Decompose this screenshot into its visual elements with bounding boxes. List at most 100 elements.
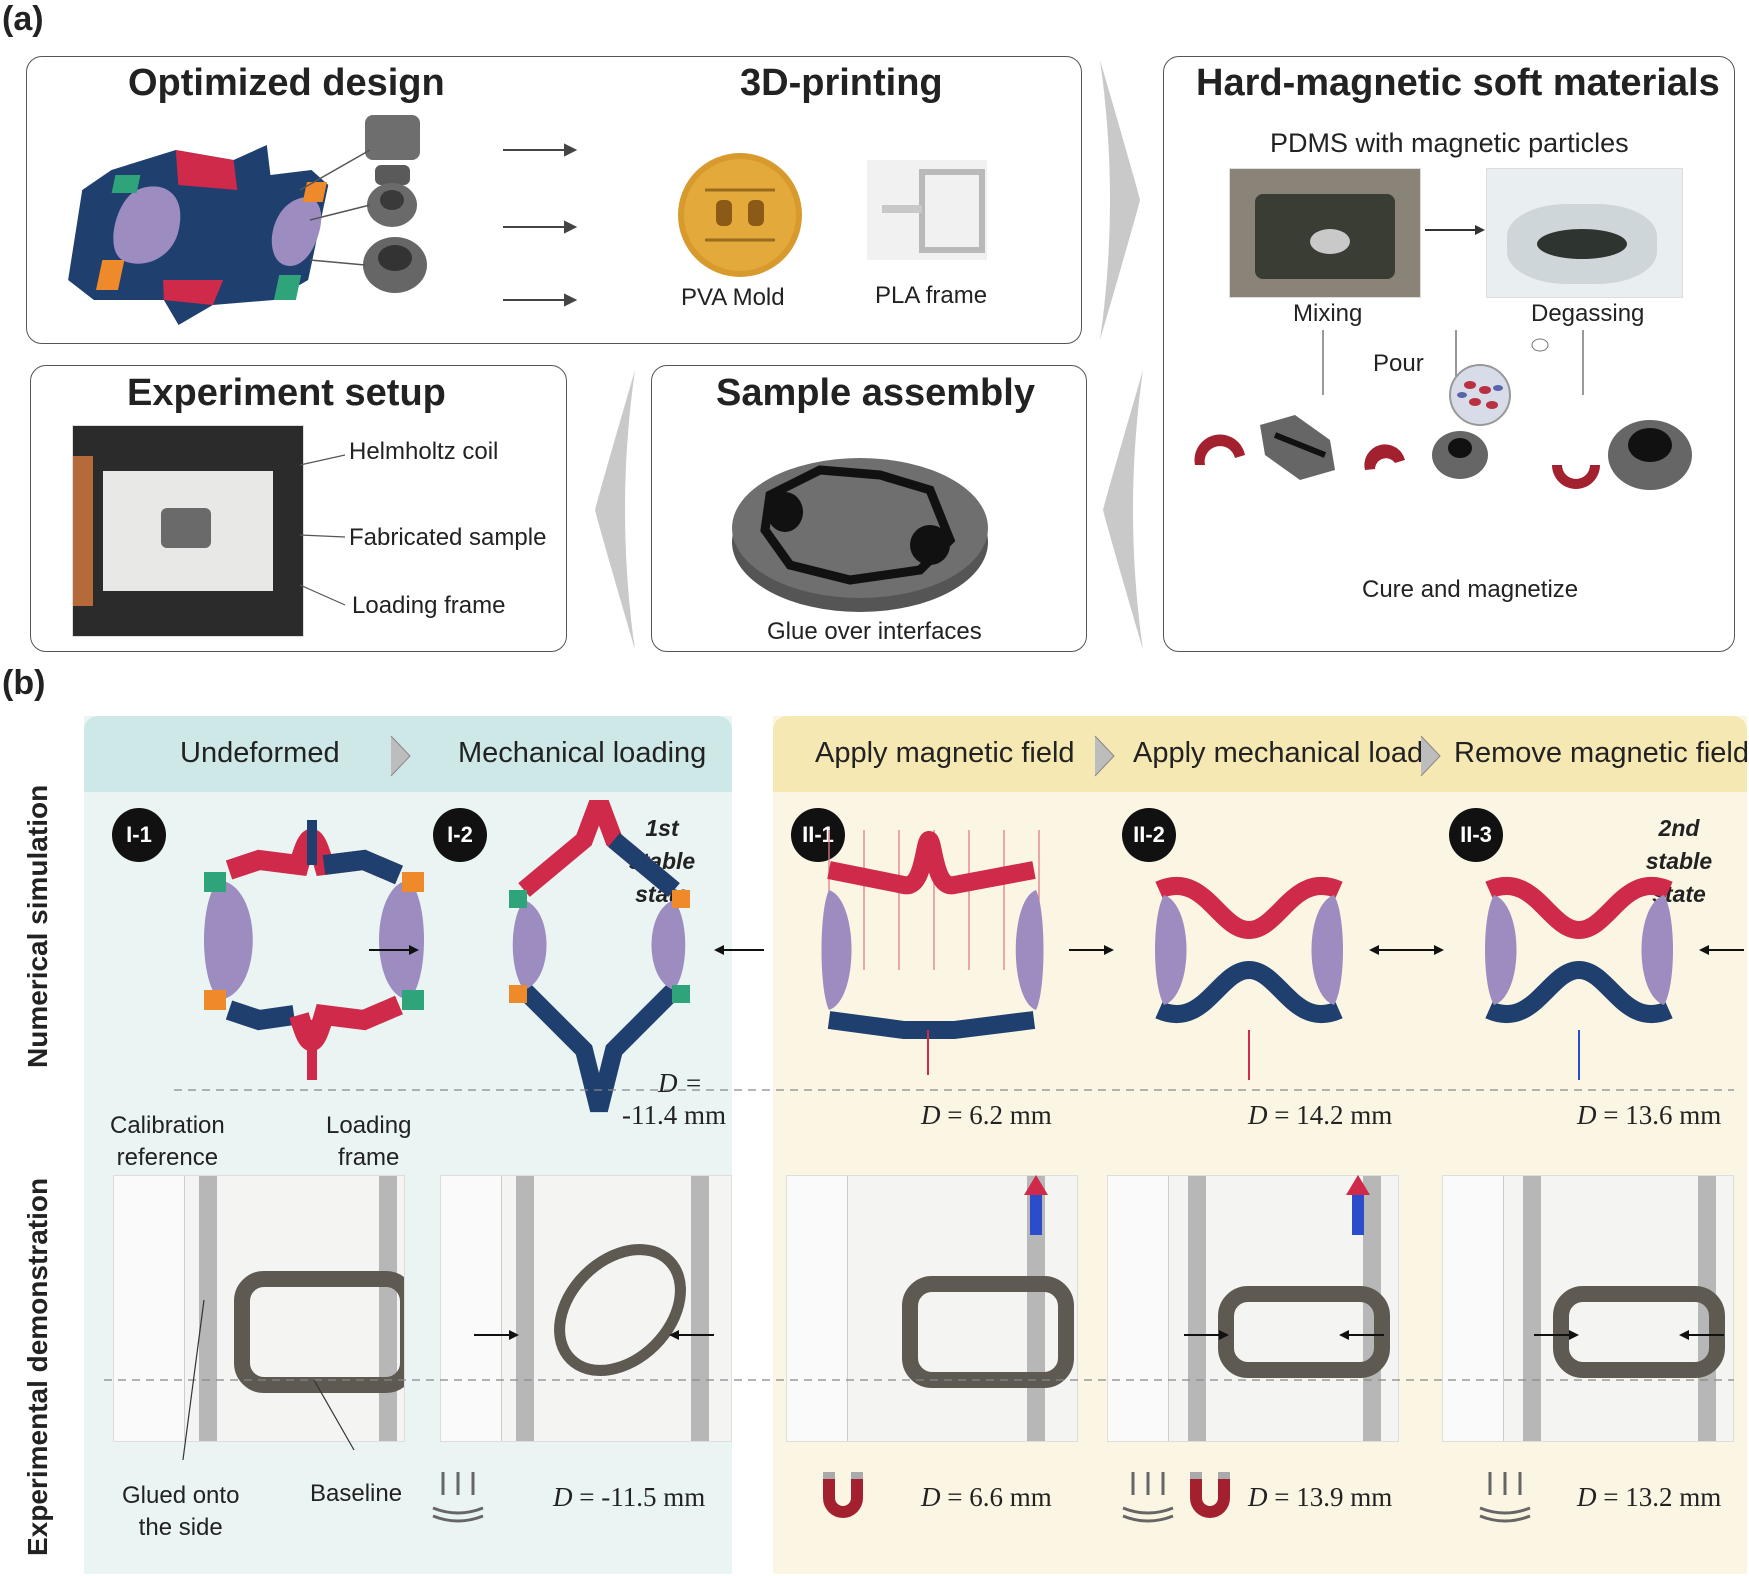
mechanical-load-icon <box>432 1472 484 1523</box>
loading-frame-line2: frame <box>338 1144 400 1171</box>
loading-frame-line1: Loading <box>326 1112 412 1139</box>
stage-ii-header <box>773 716 1747 792</box>
header-undeformed: Undeformed <box>180 737 340 769</box>
header-apply-load: Apply mechanical load <box>1133 737 1424 769</box>
sim-d-ii1: D = 6.2 mm <box>921 1100 1052 1131</box>
degassing-photo <box>1486 168 1683 298</box>
sim-d-ii2-value: = 14.2 mm <box>1267 1100 1393 1130</box>
experiment-overlay <box>104 1175 1734 1460</box>
exp-d-ii1-prefix: D <box>921 1482 941 1512</box>
header-chevron-2 <box>1094 735 1115 777</box>
glued-line1: Glued onto <box>122 1482 240 1509</box>
header-apply-field: Apply magnetic field <box>815 737 1075 769</box>
exp-d-i2-value: = -11.5 mm <box>572 1482 706 1512</box>
sim-i2-shape <box>369 800 764 1113</box>
materials-subtitle: PDMS with magnetic particles <box>1270 128 1629 158</box>
calibration-reference-label: Calibration reference <box>110 1110 225 1174</box>
badge-i2: I-2 <box>433 808 487 862</box>
experiment-setup-photo <box>72 425 304 637</box>
sim-d-ii1-value: = 6.2 mm <box>940 1100 1052 1130</box>
loading-frame-label: Loading frame <box>352 592 506 619</box>
sim-ii2-shape <box>1069 877 1414 1080</box>
pla-frame <box>867 160 987 260</box>
exp-photo-i2 <box>440 1175 732 1442</box>
mixing-caption: Mixing <box>1293 300 1363 327</box>
materials-box <box>1163 56 1735 652</box>
sim-ii1-shape <box>821 830 1044 1075</box>
setup-leader-lines <box>300 454 346 606</box>
printing-title: 3D-printing <box>740 62 943 104</box>
sim-d-ii1-prefix: D <box>921 1100 941 1130</box>
panel-b-label: (b) <box>2 664 46 702</box>
badge-ii2: II-2 <box>1122 808 1176 862</box>
pva-mold <box>678 153 802 277</box>
sim-d-ii3: D = 13.6 mm <box>1577 1100 1721 1131</box>
exp-d-i2: D = -11.5 mm <box>553 1482 705 1513</box>
header-remove-field: Remove magnetic field <box>1454 737 1749 769</box>
baseline-label: Baseline <box>310 1480 403 1507</box>
glued-onto-side-label: Glued onto the side <box>122 1480 239 1544</box>
sample-assembly-illustration <box>732 458 988 612</box>
sample-assembly-title: Sample assembly <box>716 372 1035 414</box>
helmholtz-coil-label: Helmholtz coil <box>349 438 499 465</box>
exp-d-ii3: D = 13.2 mm <box>1577 1482 1721 1513</box>
exp-d-ii3-prefix: D <box>1577 1482 1597 1512</box>
second-stable-line1: 2nd stable <box>1645 815 1713 874</box>
exp-photo-ii1 <box>786 1175 1078 1442</box>
row-label-simulation: Numerical simulation <box>22 784 53 1068</box>
badge-ii1: II-1 <box>791 808 845 862</box>
exp-photo-i1 <box>113 1175 405 1442</box>
mechanical-load-icon-ii3 <box>1479 1472 1531 1523</box>
experiment-setup-title: Experiment setup <box>127 372 446 414</box>
pva-mold-caption: PVA Mold <box>681 284 785 311</box>
sim-d-i2-prefix: D = <box>658 1068 702 1099</box>
optimized-design-title: Optimized design <box>128 62 445 104</box>
mechanical-load-icon-ii2 <box>1122 1472 1174 1523</box>
mixing-to-degassing-arrow <box>1425 225 1485 235</box>
simulation-row <box>174 800 1744 1113</box>
materials-title: Hard-magnetic soft materials <box>1196 62 1720 104</box>
header-chevron-3 <box>1420 735 1441 777</box>
pla-frame-caption: PLA frame <box>875 282 988 309</box>
sim-d-ii3-value: = 13.6 mm <box>1596 1100 1722 1130</box>
exp-d-ii1: D = 6.6 mm <box>921 1482 1052 1513</box>
exp-photo-ii2 <box>1107 1175 1399 1442</box>
pour-caption: Pour <box>1373 350 1424 377</box>
sim-d-ii2: D = 14.2 mm <box>1248 1100 1392 1131</box>
printed-parts <box>299 115 427 293</box>
sim-i1-shape <box>204 820 424 1080</box>
loading-frame-annotation: Loading frame <box>326 1110 411 1174</box>
badge-i1: I-1 <box>112 808 166 862</box>
sample-assembly-caption: Glue over interfaces <box>767 618 982 645</box>
exp-d-ii3-value: = 13.2 mm <box>1596 1482 1722 1512</box>
exp-d-ii2: D = 13.9 mm <box>1248 1482 1392 1513</box>
calibration-line1: Calibration <box>110 1112 225 1139</box>
exp-d-ii1-value: = 6.6 mm <box>940 1482 1052 1512</box>
badge-ii3: II-3 <box>1449 808 1503 862</box>
mixing-photo <box>1229 168 1421 298</box>
exp-d-ii2-prefix: D <box>1248 1482 1268 1512</box>
flow-chevron-left-2 <box>595 370 635 650</box>
sim-d-ii3-prefix: D <box>1577 1100 1597 1130</box>
calibration-line2: reference <box>116 1144 219 1171</box>
second-stable-state-note: 2nd stable state <box>1627 812 1731 911</box>
flow-chevron-right <box>1100 60 1140 340</box>
sim-d-i2-value: -11.4 mm <box>622 1100 726 1130</box>
glued-line2: the side <box>138 1514 223 1541</box>
optimized-design-illustration <box>68 115 987 325</box>
arrows <box>503 143 578 307</box>
magnet-icon-ii1 <box>823 1472 863 1518</box>
sim-d-i2-prefix-text: D = <box>658 1068 703 1098</box>
header-mechanical-loading: Mechanical loading <box>458 737 707 769</box>
unit-cell-3d <box>68 145 329 325</box>
panel-a-label: (a) <box>2 0 44 38</box>
exp-d-i2-prefix: D <box>553 1482 573 1512</box>
exp-d-ii2-value: = 13.9 mm <box>1267 1482 1393 1512</box>
row-label-experiment: Experimental demonstration <box>22 1177 53 1556</box>
cure-magnetize-illustration <box>1194 330 1692 490</box>
cure-caption: Cure and magnetize <box>1362 576 1579 603</box>
exp-photo-ii3 <box>1442 1175 1734 1442</box>
flow-chevron-left-1 <box>1103 370 1143 650</box>
sim-ii3-shape <box>1399 877 1744 1080</box>
header-chevron-1 <box>390 735 411 777</box>
